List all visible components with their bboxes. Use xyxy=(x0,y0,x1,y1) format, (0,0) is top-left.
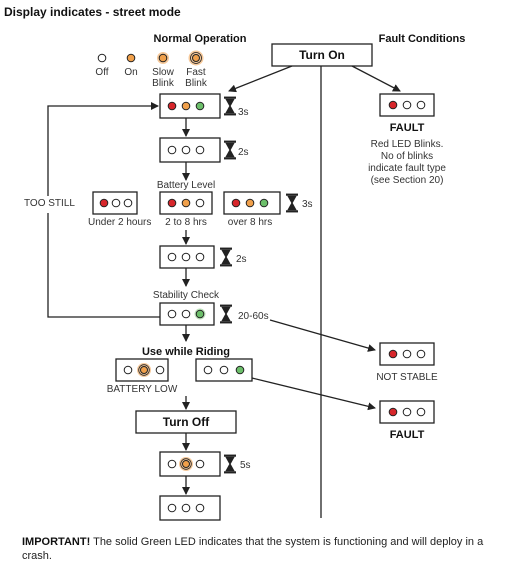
off-led xyxy=(416,100,426,110)
battery-red-led xyxy=(231,198,241,208)
legend-off-icon xyxy=(97,53,107,63)
battery-under-2-label: Under 2 hours xyxy=(88,217,151,228)
off-led xyxy=(402,100,412,110)
fault-desc-line-1: Red LED Blinks. xyxy=(371,139,444,150)
not-stable-red-led xyxy=(388,349,398,359)
normal-operation-heading: Normal Operation xyxy=(154,33,247,45)
battery-level-label: Battery Level xyxy=(157,180,215,191)
shutdown-ring xyxy=(180,458,192,470)
off-led xyxy=(181,145,191,155)
off-led xyxy=(203,365,213,375)
fault-desc-line-3: indicate fault type xyxy=(368,163,446,174)
off-led xyxy=(416,407,426,417)
off-led xyxy=(195,252,205,262)
fault-label-2: FAULT xyxy=(390,429,425,441)
legend-fast-label-2: Blink xyxy=(185,78,208,89)
off-led xyxy=(195,145,205,155)
riding-green-led xyxy=(235,365,245,375)
off-led xyxy=(219,365,229,375)
timer-5s: 5s xyxy=(240,460,251,471)
timer-2s-b: 2s xyxy=(236,254,247,265)
off-led xyxy=(195,198,205,208)
off-led xyxy=(416,349,426,359)
hourglass-icon xyxy=(224,140,236,160)
not-stable-label: NOT STABLE xyxy=(376,372,438,383)
battery-low-label: BATTERY LOW xyxy=(107,384,178,395)
off-led xyxy=(195,503,205,513)
off-led xyxy=(167,459,177,469)
hourglass-icon xyxy=(224,454,236,474)
battery-low-ring xyxy=(138,364,150,376)
legend-fast-blink-icon xyxy=(192,54,200,62)
hourglass-icon xyxy=(220,304,232,324)
turn-on-label: Turn On xyxy=(299,48,345,62)
startup-green-led xyxy=(195,101,205,111)
battery-low-orange-led xyxy=(140,366,148,374)
off-led xyxy=(181,252,191,262)
startup-orange-led xyxy=(181,101,191,111)
timer-2s: 2s xyxy=(238,147,249,158)
shutdown-orange-led xyxy=(182,460,190,468)
stability-check-label: Stability Check xyxy=(153,290,220,301)
off-led xyxy=(195,459,205,469)
off-led xyxy=(155,365,165,375)
timer-3s-battery: 3s xyxy=(302,199,313,210)
legend-slow-label-1: Slow xyxy=(152,67,174,78)
led-legend: Off On Slow Blink Fast Blink xyxy=(95,50,208,89)
fault-conditions-heading: Fault Conditions xyxy=(379,33,466,45)
page-title: Display indicates - street mode xyxy=(4,5,181,19)
legend-fast-blink-ring xyxy=(190,52,202,64)
hourglass-icon xyxy=(286,193,298,213)
startup-red-led xyxy=(167,101,177,111)
arrow-turnon-to-fault xyxy=(351,65,401,92)
fault-red-led xyxy=(388,407,398,417)
arrow-turnon-to-start xyxy=(228,65,293,93)
battery-2-8-label: 2 to 8 hrs xyxy=(165,217,207,228)
legend-fast-label-1: Fast xyxy=(186,67,206,78)
fault-label: FAULT xyxy=(390,122,425,134)
arrow-to-not-stable xyxy=(269,319,376,352)
use-while-riding-label: Use while Riding xyxy=(142,346,230,358)
off-led xyxy=(402,407,412,417)
battery-red-led xyxy=(99,198,109,208)
off-led xyxy=(181,503,191,513)
legend-slow-label-2: Blink xyxy=(152,78,175,89)
hourglass-icon xyxy=(220,247,232,267)
too-still-line-upper xyxy=(47,102,159,196)
battery-orange-led xyxy=(245,198,255,208)
legend-on-label: On xyxy=(124,67,137,78)
off-led xyxy=(123,198,133,208)
important-label: IMPORTANT! xyxy=(22,536,91,548)
battery-orange-led xyxy=(181,198,191,208)
turn-off-label: Turn Off xyxy=(163,415,210,429)
legend-off-label: Off xyxy=(95,67,108,78)
fault-red-led xyxy=(388,100,398,110)
legend-slow-blink-icon xyxy=(158,53,168,63)
battery-over-8-label: over 8 hrs xyxy=(228,217,272,228)
off-led xyxy=(167,252,177,262)
off-led xyxy=(111,198,121,208)
off-led xyxy=(167,145,177,155)
too-still-line-lower xyxy=(47,213,160,318)
battery-red-led xyxy=(167,198,177,208)
off-led xyxy=(181,309,191,319)
battery-green-led xyxy=(259,198,269,208)
too-still-label: TOO STILL xyxy=(24,198,75,209)
arrow-to-fault-2 xyxy=(251,377,376,411)
off-led xyxy=(167,503,177,513)
timer-20-60s: 20-60s xyxy=(238,311,269,322)
important-text: The solid Green LED indicates that the s… xyxy=(22,536,484,562)
stability-green-led xyxy=(195,309,205,319)
off-led xyxy=(123,365,133,375)
off-led xyxy=(402,349,412,359)
turn-on-box xyxy=(271,43,373,67)
important-note: IMPORTANT! The solid Green LED indicates… xyxy=(22,535,492,563)
fault-desc-line-4: (see Section 20) xyxy=(371,175,444,186)
timer-3s: 3s xyxy=(238,107,249,118)
hourglass-icon xyxy=(224,96,236,116)
fault-desc-line-2: No of blinks xyxy=(381,151,433,162)
off-led xyxy=(167,309,177,319)
legend-on-icon xyxy=(126,53,136,63)
